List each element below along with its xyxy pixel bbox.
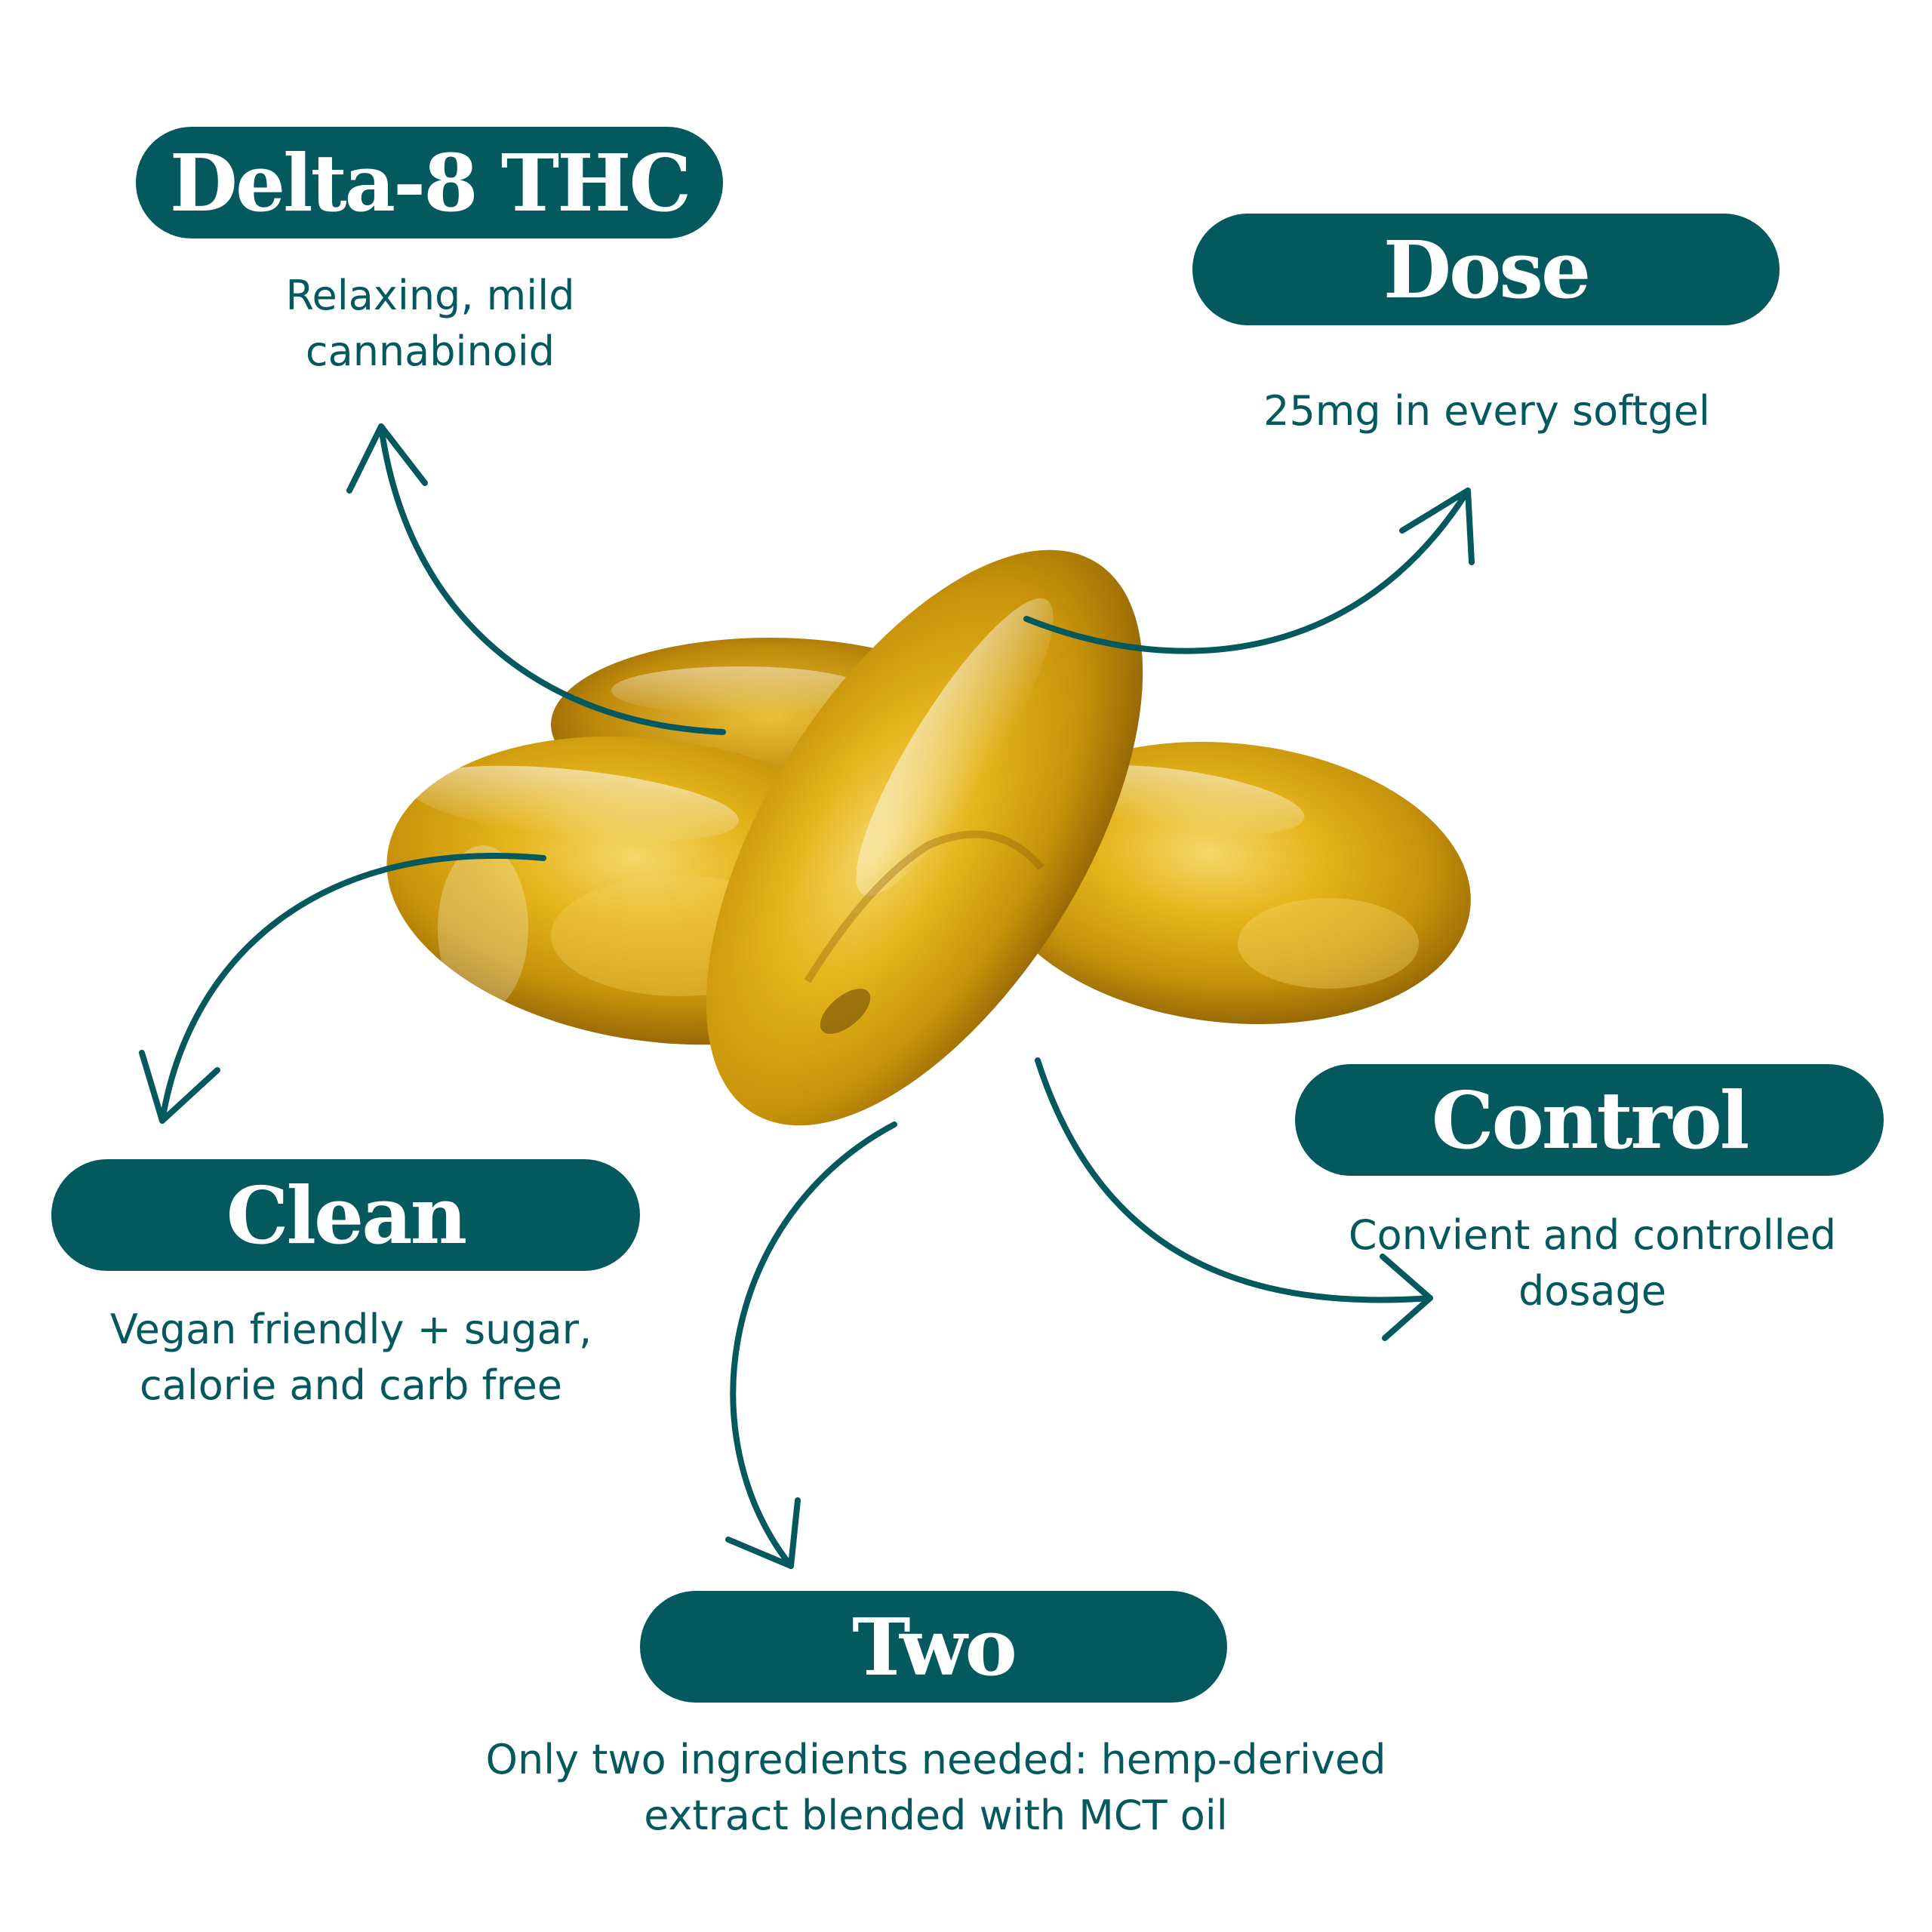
arrow-to-control [1035,1057,1433,1303]
feature-description-control: Convient and controlled dosage [1348,1211,1837,1315]
arrow-to-delta8-head [346,423,428,494]
feature-title-two: Two [640,1591,1227,1703]
feature-title-text: Two [852,1600,1017,1694]
feature-description-clean: Vegan friendly + sugar, calorie and carb… [109,1306,592,1409]
feature-title-text: Control [1431,1073,1749,1167]
arrow-to-delta8 [378,423,726,735]
arrow-to-control-head [1380,1254,1433,1341]
arrow-to-dose-head [1399,488,1475,565]
softgel-front [706,549,1143,1126]
arrow-to-two [730,1121,897,1569]
arrow-to-clean-head [139,1050,220,1124]
feature-title-clean: Clean [51,1159,640,1271]
feature-title-text: Clean [226,1168,467,1262]
feature-title-control: Control [1295,1064,1884,1176]
feature-title-text: Dose [1383,223,1591,316]
feature-title-text: Delta-8 THC [169,136,691,229]
arrow-to-two-head [725,1497,801,1569]
feature-title-dose: Dose [1192,214,1780,325]
feature-description-delta8: Relaxing, mild cannabinoid [285,272,575,375]
feature-description-dose: 25mg in every softgel [1263,387,1710,435]
feature-title-delta8: Delta-8 THC [136,127,723,238]
feature-description-two: Only two ingredients needed: hemp-derive… [485,1736,1386,1839]
arrow-to-dose [1023,488,1471,654]
arrow-to-clean [159,853,546,1124]
